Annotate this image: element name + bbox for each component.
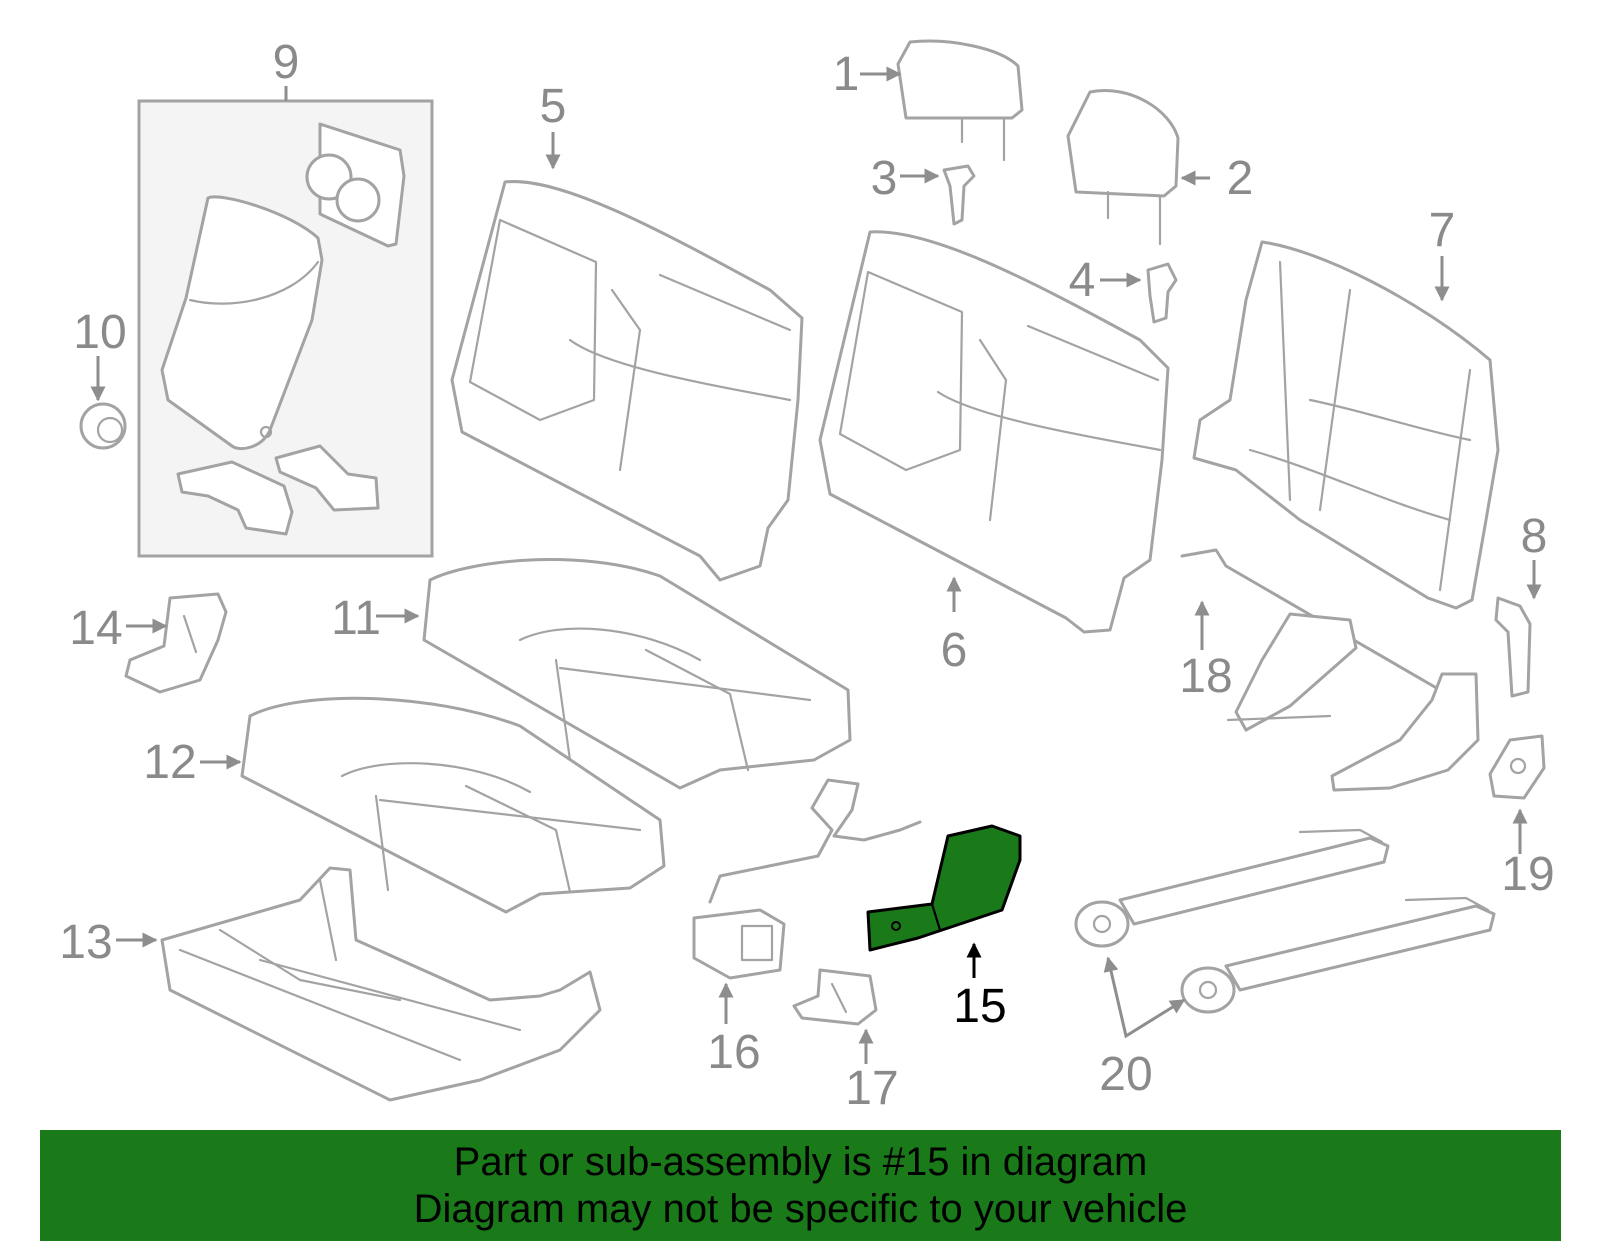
part-18-hinge-assembly [1180, 548, 1480, 792]
info-banner: Part or sub-assembly is #15 in diagram D… [40, 1130, 1561, 1241]
part-3-guide [942, 164, 976, 226]
callout-10: 10 [73, 306, 126, 359]
callout-3: 3 [871, 152, 898, 205]
banner-line-part-info: Part or sub-assembly is #15 in diagram [453, 1139, 1148, 1184]
callout-9: 9 [273, 36, 300, 89]
callout-16: 16 [707, 1026, 760, 1079]
callout-13: 13 [59, 916, 112, 969]
part-6-seatback [818, 230, 1170, 634]
callout-5: 5 [540, 80, 567, 133]
callout-20: 20 [1099, 1048, 1152, 1101]
callout-6: 6 [941, 624, 968, 677]
leader-20 [1103, 956, 1186, 1039]
part-7-seatback-frame [1192, 240, 1500, 610]
part-15-highlighted [866, 824, 1022, 952]
part-16-release-cable-latch [692, 778, 922, 980]
callout-18: 18 [1179, 650, 1232, 703]
part-20-seat-tracks [1074, 828, 1496, 1014]
part-15-shape [866, 824, 1022, 952]
part-2-headrest [1066, 89, 1180, 246]
callout-11: 11 [331, 592, 381, 645]
callout-14: 14 [69, 602, 122, 655]
part-1-headrest [896, 39, 1024, 162]
part-11-seat-cushion [422, 558, 852, 790]
callout-1: 1 [833, 48, 860, 101]
callout-2: 2 [1227, 152, 1254, 205]
callout-17: 17 [845, 1062, 898, 1115]
part-13-cushion-frame [160, 866, 602, 1102]
part-10-cap [79, 402, 127, 450]
part-9-armrest-assembly [137, 99, 434, 558]
part-5-seatback [450, 180, 804, 582]
part-17-cover [792, 968, 878, 1026]
part-8-bracket [1494, 596, 1532, 698]
callout-12: 12 [143, 736, 196, 789]
callout-15: 15 [953, 980, 1006, 1033]
part-12-seat-cushion [240, 696, 666, 914]
banner-line-disclaimer: Diagram may not be specific to your vehi… [413, 1186, 1188, 1231]
callout-7: 7 [1429, 204, 1456, 257]
part-19-bracket [1488, 734, 1546, 800]
part-4-guide [1146, 262, 1178, 324]
callout-4: 4 [1069, 254, 1096, 307]
callout-19: 19 [1501, 848, 1554, 901]
part-14-cover [124, 592, 228, 694]
parts-diagram: 9 10 5 6 1 2 3 [59, 36, 1554, 1115]
callout-8: 8 [1521, 510, 1548, 563]
